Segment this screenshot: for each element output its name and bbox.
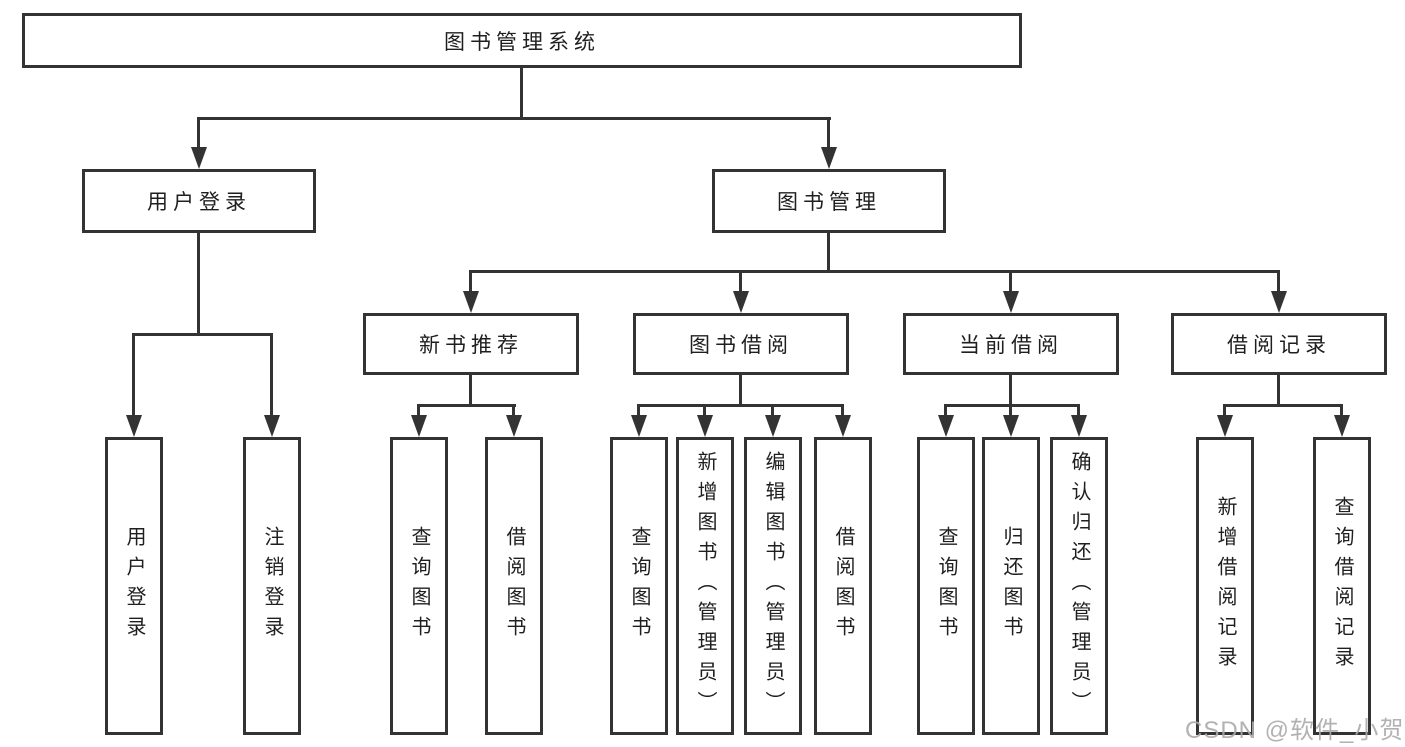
watermark: CSDN @软件_小贺同学	[1185, 717, 1405, 744]
connector-borrowrecords-arm-1	[1223, 404, 1226, 417]
connector-userlogin-hline	[132, 333, 273, 336]
node-leaf-nbr-query-label: 查询图书	[408, 526, 430, 646]
node-leaf-cb-confirm-label: 确认归还（管理员）	[1068, 451, 1090, 721]
connector-bookborrow-arm-3	[771, 404, 774, 417]
node-leaf-br-query-label: 查询借阅记录	[1331, 496, 1353, 676]
node-borrow-records: 借阅记录	[1171, 313, 1387, 375]
connector-currentborrow-arm-3	[1077, 404, 1080, 417]
arrow-down-icon	[765, 415, 781, 437]
connector-borrowrecords-arm-2	[1340, 404, 1343, 417]
node-root: 图书管理系统	[22, 13, 1022, 68]
node-leaf-nbr-borrow-label: 借阅图书	[503, 526, 525, 646]
arrow-down-icon	[1003, 291, 1019, 313]
node-leaf-bb-query: 查询图书	[610, 437, 668, 735]
connector-newbookrec-stem	[469, 374, 472, 407]
arrow-down-icon	[1003, 415, 1019, 437]
arrow-down-icon	[264, 415, 280, 437]
node-leaf-cb-return: 归还图书	[982, 437, 1040, 735]
arrow-down-icon	[1271, 291, 1287, 313]
connector-borrowrecords-hline	[1223, 404, 1343, 407]
node-leaf-cb-query-label: 查询图书	[935, 526, 957, 646]
arrow-down-icon	[697, 415, 713, 437]
connector-bookmgmt-arm-2	[739, 270, 742, 293]
connector-bookmgmt-arm-3	[1009, 270, 1012, 293]
node-current-borrow: 当前借阅	[903, 313, 1119, 375]
node-leaf-nbr-query: 查询图书	[390, 437, 448, 735]
node-book-mgmt: 图书管理	[712, 169, 946, 233]
connector-currentborrow-arm-2	[1009, 404, 1012, 417]
connector-bookborrow-hline	[637, 404, 844, 407]
node-leaf-bb-query-label: 查询图书	[628, 526, 650, 646]
node-leaf-bb-borrow: 借阅图书	[814, 437, 872, 735]
node-leaf-br-add: 新增借阅记录	[1196, 437, 1254, 735]
arrow-down-icon	[938, 415, 954, 437]
arrow-down-icon	[191, 147, 207, 169]
arrow-down-icon	[1217, 415, 1233, 437]
node-leaf-user-login: 用户登录	[105, 437, 163, 735]
connector-root-arm-right	[827, 117, 830, 149]
connector-bookborrow-arm-4	[841, 404, 844, 417]
connector-userlogin-stem	[197, 232, 200, 335]
arrow-down-icon	[1071, 415, 1087, 437]
arrow-down-icon	[733, 291, 749, 313]
node-leaf-nbr-borrow: 借阅图书	[485, 437, 543, 735]
connector-newbookrec-hline	[417, 404, 516, 407]
arrow-down-icon	[1334, 415, 1350, 437]
node-root-label: 图书管理系统	[444, 30, 600, 54]
node-new-book-rec-label: 新书推荐	[419, 334, 523, 357]
connector-bookmgmt-arm-1	[469, 270, 472, 293]
connector-bookborrow-stem	[739, 374, 742, 407]
connector-currentborrow-stem	[1009, 374, 1012, 407]
node-leaf-user-login-label: 用户登录	[123, 526, 145, 646]
node-leaf-br-add-label: 新增借阅记录	[1214, 496, 1236, 676]
connector-borrowrecords-stem	[1277, 374, 1280, 407]
node-leaf-bb-add: 新增图书（管理员）	[676, 437, 734, 735]
connector-bookmgmt-arm-4	[1277, 270, 1280, 293]
connector-root-hline	[197, 117, 831, 120]
arrow-down-icon	[126, 415, 142, 437]
connector-root-stem	[520, 66, 523, 119]
node-leaf-cb-return-label: 归还图书	[1000, 526, 1022, 646]
arrow-down-icon	[631, 415, 647, 437]
arrow-down-icon	[821, 147, 837, 169]
connector-newbookrec-arm-2	[512, 404, 515, 417]
node-leaf-bb-edit: 编辑图书（管理员）	[744, 437, 802, 735]
connector-bookmgmt-stem	[827, 232, 830, 273]
connector-userlogin-arm-left	[132, 333, 135, 417]
connector-userlogin-arm-right	[270, 333, 273, 417]
node-leaf-cb-confirm: 确认归还（管理员）	[1050, 437, 1108, 735]
node-user-login: 用户登录	[82, 169, 316, 233]
connector-bookborrow-arm-2	[703, 404, 706, 417]
arrow-down-icon	[506, 415, 522, 437]
connector-bookmgmt-hline	[469, 270, 1280, 273]
node-current-borrow-label: 当前借阅	[959, 334, 1063, 357]
arrow-down-icon	[835, 415, 851, 437]
connector-currentborrow-hline	[944, 404, 1080, 407]
node-leaf-logout: 注销登录	[243, 437, 301, 735]
node-book-mgmt-label: 图书管理	[777, 191, 881, 214]
node-leaf-logout-label: 注销登录	[261, 526, 283, 646]
node-book-borrow: 图书借阅	[633, 313, 849, 375]
node-book-borrow-label: 图书借阅	[689, 334, 793, 357]
node-leaf-cb-query: 查询图书	[917, 437, 975, 735]
arrow-down-icon	[463, 291, 479, 313]
node-leaf-bb-edit-label: 编辑图书（管理员）	[762, 451, 784, 721]
node-new-book-rec: 新书推荐	[363, 313, 579, 375]
connector-root-arm-left	[197, 117, 200, 149]
node-user-login-label: 用户登录	[147, 191, 251, 214]
node-borrow-records-label: 借阅记录	[1227, 334, 1331, 357]
node-leaf-bb-borrow-label: 借阅图书	[832, 526, 854, 646]
node-leaf-bb-add-label: 新增图书（管理员）	[694, 451, 716, 721]
connector-newbookrec-arm-1	[417, 404, 420, 417]
connector-bookborrow-arm-1	[637, 404, 640, 417]
connector-currentborrow-arm-1	[944, 404, 947, 417]
arrow-down-icon	[411, 415, 427, 437]
node-leaf-br-query: 查询借阅记录	[1313, 437, 1371, 735]
